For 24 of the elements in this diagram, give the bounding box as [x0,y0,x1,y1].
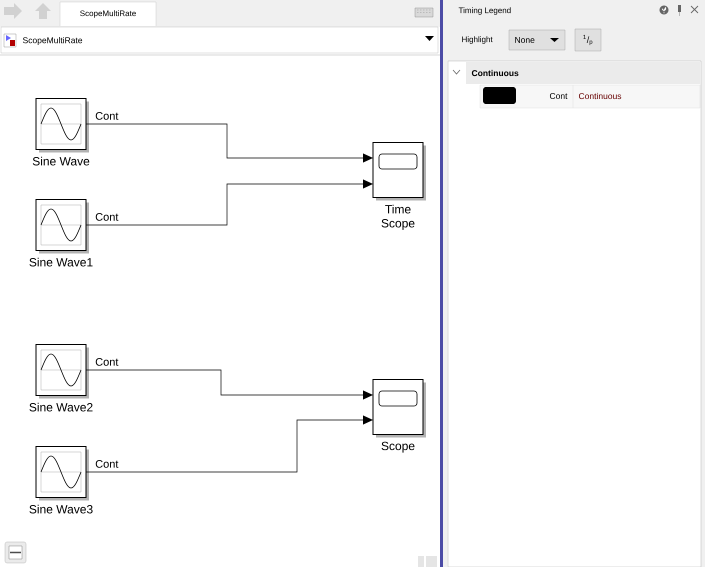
highlight-label: Highlight [462,36,493,44]
node-label: Scope [382,442,414,453]
edge-label: Cont [96,358,118,366]
tab: ScopeMultiRate [60,2,156,26]
source-block: Sine Wave [32,98,90,166]
legend-entry: Cont [550,93,568,99]
scope-block: Scope [372,379,426,453]
node-label: Sine Wave [32,156,90,166]
edge-label: Cont [96,112,118,120]
node-label: Sine Wave1 [29,258,93,266]
node-label: Time Scope [382,204,414,230]
period-button: $^{1}$/$_{p}$ [574,28,602,52]
legend-description: Continuous [578,92,622,100]
panel-title: Timing Legend [458,7,511,15]
source-block: Sine Wave1 [29,199,93,266]
group-header: Continuous [466,62,700,84]
edge-label: Cont [96,460,118,468]
source-block: Sine Wave2 [29,344,93,412]
edge-label: Cont [96,213,118,221]
scope-block: Time Scope [372,142,426,230]
node-label: Sine Wave3 [29,504,93,514]
node-label: Sine Wave2 [29,402,93,412]
source-block: Sine Wave3 [29,446,93,514]
dropdown: None [508,30,566,50]
